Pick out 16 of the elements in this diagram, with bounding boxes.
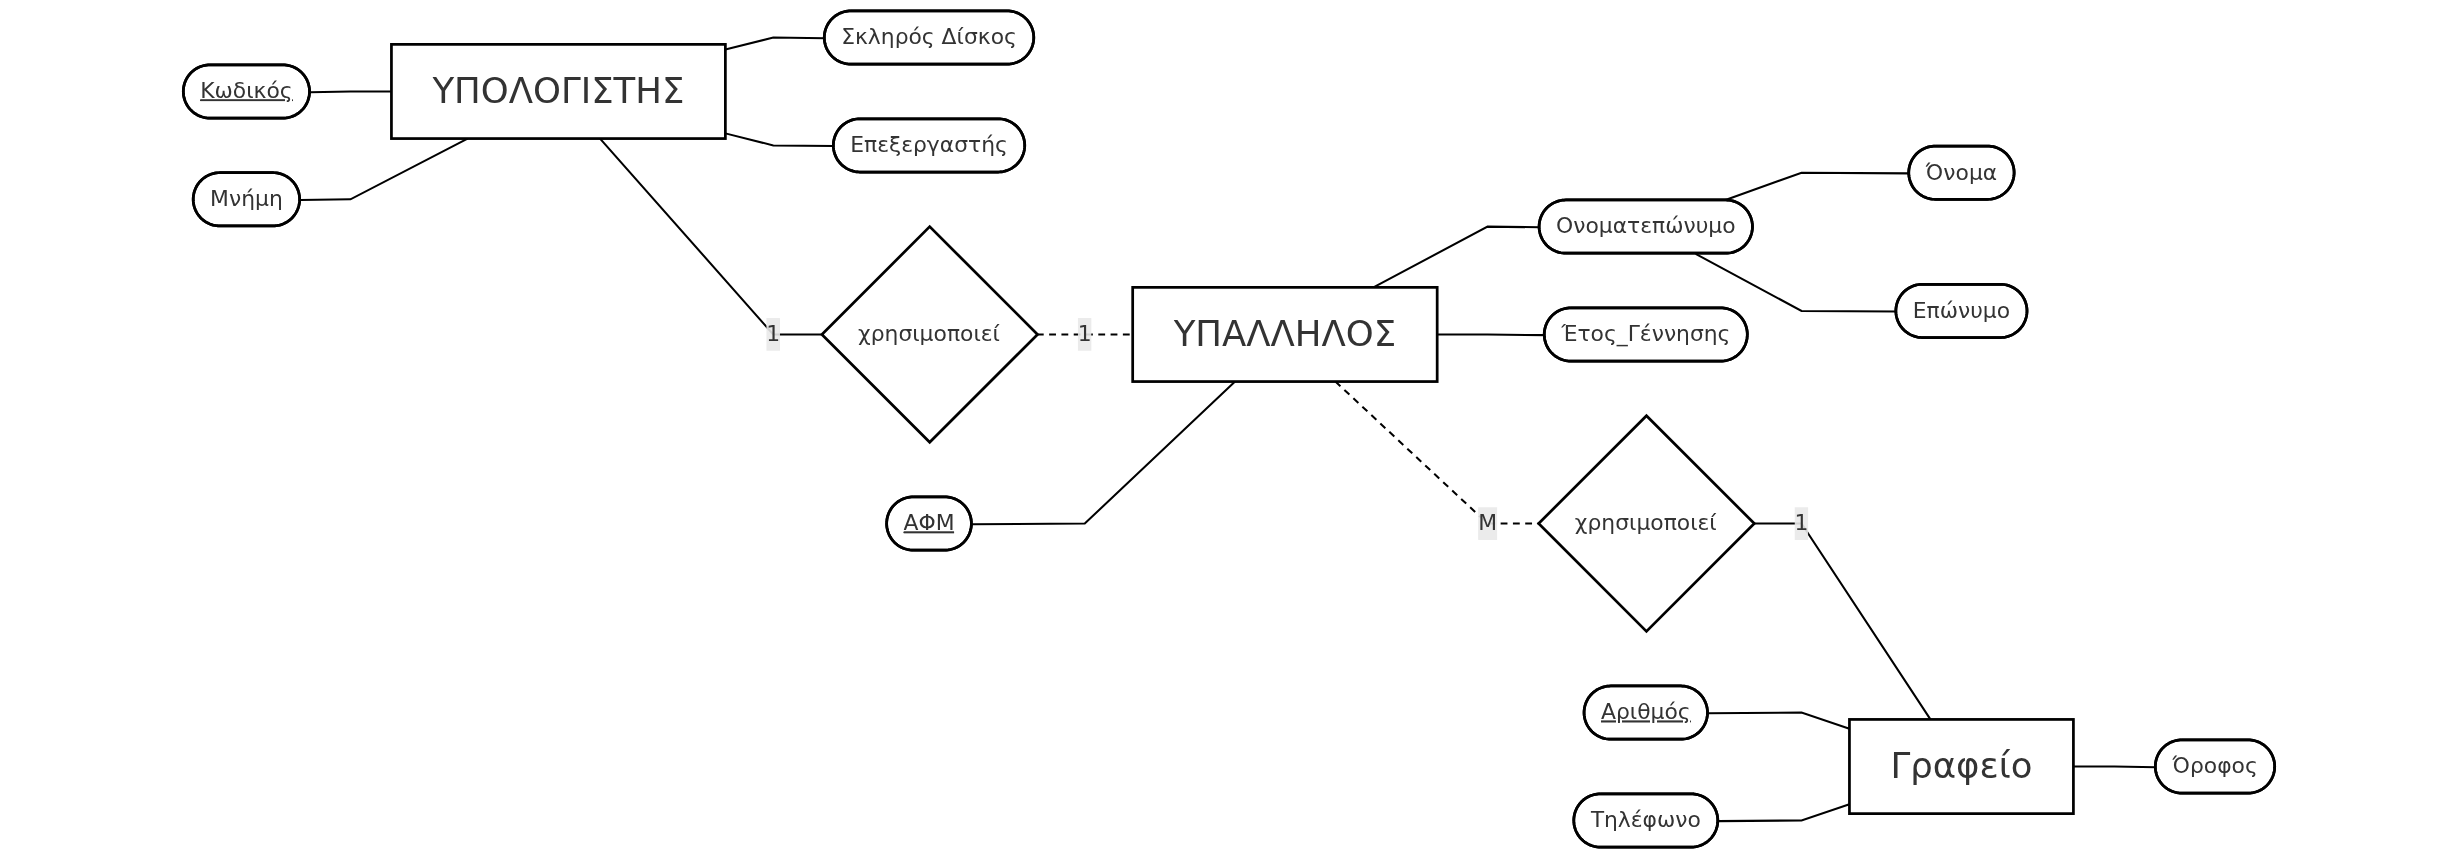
connector — [725, 36, 825, 51]
edge-label: 1 — [1794, 509, 1809, 536]
edge-label: 1 — [1077, 320, 1092, 347]
edge-label: M — [1478, 509, 1497, 536]
connector — [1437, 333, 1545, 337]
node-diamond: χρησιμοποιεί — [1536, 413, 1757, 634]
node-box: ΥΠΑΛΛΗΛΟΣ — [1131, 286, 1439, 383]
node-box: ΥΠΟΛΟΓΙΣΤΗΣ — [390, 43, 727, 140]
connector — [1718, 803, 1850, 823]
connector — [310, 90, 392, 94]
edge-label: 1 — [766, 320, 781, 347]
connector — [1708, 711, 1850, 730]
connector — [1753, 522, 1932, 720]
node-box: Γραφείο — [1848, 718, 2075, 815]
node-diamond: χρησιμοποιεί — [819, 224, 1040, 445]
connector — [1036, 333, 1133, 336]
